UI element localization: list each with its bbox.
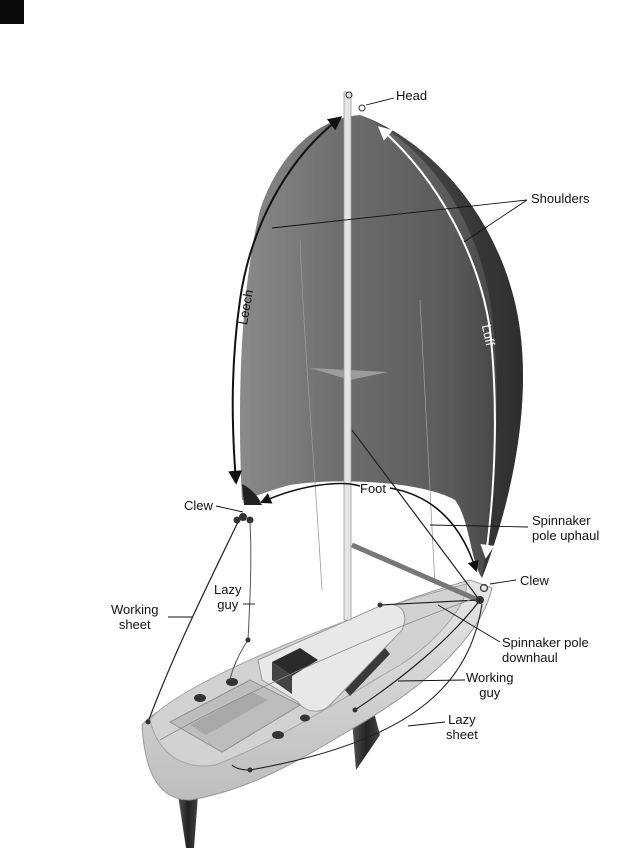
clew-right-leader	[489, 579, 517, 585]
working-guy-label: Working guy	[466, 670, 514, 700]
spinnaker-pole	[350, 542, 480, 603]
winch-1	[194, 694, 206, 702]
mast-head-fitting	[345, 91, 353, 99]
lazy-guy-line	[229, 521, 252, 681]
lazy-sheet-line	[231, 603, 483, 771]
spinnaker-sail	[239, 115, 523, 578]
lazy-guy-label: Lazy guy	[214, 582, 242, 612]
downhaul-line	[379, 599, 479, 606]
working-guy-line	[354, 599, 481, 711]
shoulders-leader-2	[463, 199, 528, 243]
cabin-window	[345, 648, 390, 696]
winch-3	[272, 731, 284, 739]
spinnaker-pole-uphaul-label: Spinnaker pole uphaul	[532, 513, 600, 543]
lazy-sheet-label: Lazy sheet	[446, 712, 478, 742]
keel	[178, 795, 198, 848]
clew-left-leader	[215, 505, 244, 513]
hatch	[272, 648, 318, 676]
winch-4	[300, 714, 310, 722]
foot-label: Foot	[360, 481, 387, 496]
luff-label: Luff	[479, 323, 498, 347]
shoulders-label: Shoulders	[531, 191, 590, 206]
leech-arrow	[228, 116, 343, 485]
shoulders-leader-1	[271, 199, 528, 229]
mast	[343, 91, 352, 621]
head-label: Head	[396, 88, 428, 103]
clew-left-fitting	[239, 513, 247, 521]
corner-mark	[0, 0, 24, 24]
spinnaker-pole-downhaul-label: Spinnaker pole downhaul	[502, 635, 589, 665]
working-guy-leader	[397, 679, 466, 682]
clew-right-label: Clew	[520, 573, 549, 588]
clew-right-fitting	[479, 583, 489, 593]
working-sheet-label: Working sheet	[111, 602, 159, 632]
leech-label: Leech	[235, 288, 256, 325]
clew-left-label: Clew	[184, 498, 213, 513]
luff-arrow	[377, 126, 496, 559]
winch-2	[226, 678, 238, 686]
head-leader	[365, 97, 395, 106]
working-sheet-line	[147, 521, 239, 723]
lazy-sheet-leader	[407, 721, 446, 727]
downhaul-leader	[437, 604, 501, 643]
uphaul-leader	[429, 524, 529, 528]
clew-patch	[242, 484, 262, 505]
